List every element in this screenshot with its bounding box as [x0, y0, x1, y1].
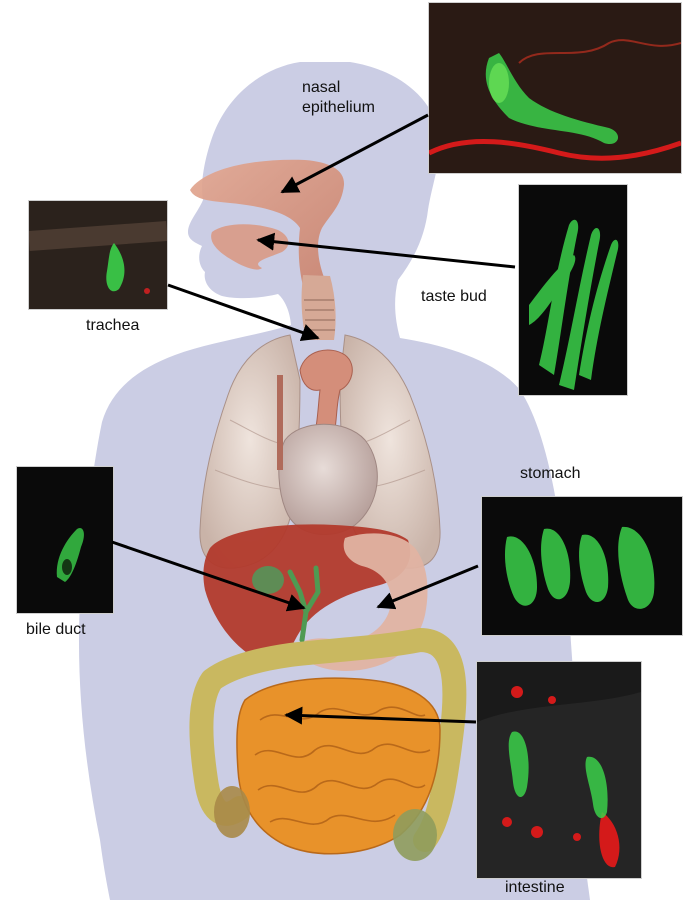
label-bile-duct: bile duct	[26, 621, 86, 638]
trachea-micrograph-image	[29, 201, 167, 309]
aorta	[299, 349, 353, 446]
colon	[189, 628, 467, 852]
taste-bud-micrograph	[518, 184, 628, 396]
taste-bud-micrograph-image	[519, 185, 627, 395]
nasal-micrograph	[428, 2, 682, 174]
trachea-micrograph	[28, 200, 168, 310]
label-nasal: nasal epithelium	[302, 78, 375, 118]
intestine-loops	[254, 706, 431, 825]
stomach-micrograph-image	[482, 497, 682, 635]
label-taste-bud: taste bud	[421, 288, 487, 305]
heart	[278, 423, 378, 536]
rectum	[393, 809, 437, 861]
arrow-trachea	[167, 283, 320, 342]
intestine-micrograph-image	[477, 662, 641, 878]
gallbladder	[252, 566, 284, 594]
intestine-micrograph	[476, 661, 642, 879]
stomach-micrograph	[481, 496, 683, 636]
label-stomach: stomach	[520, 465, 581, 482]
arrow-nasal	[280, 113, 429, 194]
arrow-intestine	[284, 706, 477, 725]
nasal-cavity	[190, 159, 345, 290]
nasal-micrograph-image	[429, 3, 681, 173]
trachea-tube	[301, 275, 336, 340]
arrow-taste-bud	[256, 232, 516, 269]
bile-duct-micrograph	[16, 466, 114, 614]
label-intestine: intestine	[505, 879, 565, 896]
label-nasal-line1: nasal	[302, 79, 341, 96]
label-nasal-line2: epithelium	[302, 99, 375, 116]
arrow-stomach	[376, 564, 479, 610]
bile-duct-micrograph-image	[17, 467, 113, 613]
label-trachea: trachea	[86, 317, 140, 334]
appendix	[214, 786, 250, 838]
arrow-bile-duct	[111, 540, 306, 612]
